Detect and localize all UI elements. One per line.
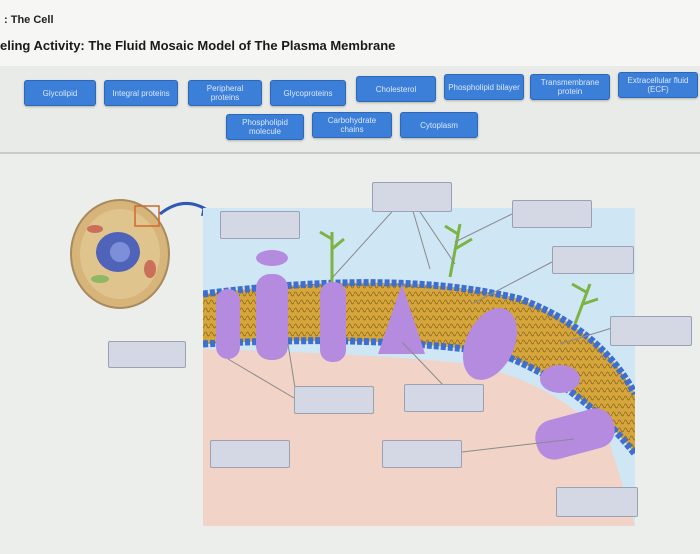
drop-target-3[interactable] [512, 200, 592, 228]
header: : The Cell eling Activity: The Fluid Mos… [0, 0, 700, 66]
drop-target-4[interactable] [552, 246, 634, 274]
drop-target-6[interactable] [108, 341, 186, 368]
chip-cytoplasm[interactable]: Cytoplasm [400, 112, 478, 138]
chip-transmembrane-protein[interactable]: Transmembrane protein [530, 74, 610, 100]
chip-integral-proteins[interactable]: Integral proteins [104, 80, 178, 106]
drop-target-5[interactable] [610, 316, 692, 346]
chip-cholesterol[interactable]: Cholesterol [356, 76, 436, 102]
chip-phospholipid-molecule[interactable]: Phospholipid molecule [226, 114, 304, 140]
drop-target-9[interactable] [210, 440, 290, 468]
diagram-stage [0, 154, 700, 554]
chip-peripheral-proteins[interactable]: Peripheral proteins [188, 80, 262, 106]
word-bank: Glycolipid Integral proteins Peripheral … [0, 66, 700, 152]
chip-carbohydrate-chains[interactable]: Carbohydrate chains [312, 112, 392, 138]
drop-target-1[interactable] [220, 211, 300, 239]
drop-target-11[interactable] [556, 487, 638, 517]
drop-target-2[interactable] [372, 182, 452, 212]
chip-phospholipid-bilayer[interactable]: Phospholipid bilayer [444, 74, 524, 100]
chip-glycolipid[interactable]: Glycolipid [24, 80, 96, 106]
drop-target-7[interactable] [294, 386, 374, 414]
page-title: eling Activity: The Fluid Mosaic Model o… [0, 38, 396, 53]
divider [0, 152, 700, 154]
drop-target-8[interactable] [404, 384, 484, 412]
chip-extracellular-fluid[interactable]: Extracellular fluid (ECF) [618, 72, 698, 98]
breadcrumb: : The Cell [4, 14, 54, 26]
membrane-panel [203, 208, 635, 526]
chip-glycoproteins[interactable]: Glycoproteins [270, 80, 346, 106]
drop-target-10[interactable] [382, 440, 462, 468]
cell-thumbnail [70, 199, 170, 309]
